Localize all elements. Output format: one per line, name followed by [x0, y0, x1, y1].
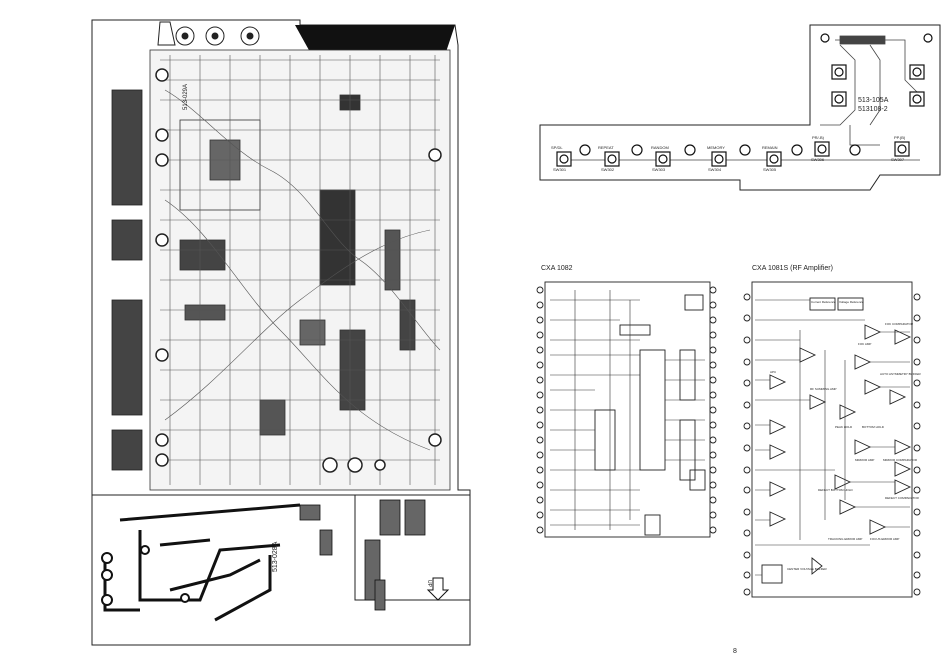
key-board-outline: [539, 24, 941, 191]
cxa1081-amplifiers: [769, 324, 912, 575]
switch-ref: SW302: [601, 167, 615, 172]
up-arrow-icon: [426, 577, 450, 601]
block-label: TRACKING ERROR AMP: [828, 537, 863, 541]
block-label: AUTO ASYMMETRY BUFFER: [880, 372, 921, 376]
pcb-left-modules: [111, 89, 143, 471]
block-label: MIRROR AMP: [855, 458, 875, 462]
switch-ref: SW303: [652, 167, 666, 172]
pcb-left-holes: [155, 68, 442, 473]
switch-ref: SW304: [708, 167, 722, 172]
block-label: APC: [770, 370, 777, 374]
switch-label: RANDOM: [651, 145, 669, 150]
block-label: Voltage Reference: [839, 300, 864, 304]
pcb-top-connectors: [175, 26, 260, 46]
pcb-lower-pads: [101, 545, 190, 606]
switch-label: SP/DL: [551, 145, 563, 150]
cxa1082-pins: [536, 286, 717, 534]
page-number: 8: [733, 648, 737, 655]
key-board-label-2: 513108-2: [858, 106, 888, 113]
cxa1081-title: CXA 1081S (RF Amplifier): [752, 265, 833, 272]
block-label: CENTER VOLTAGE BUFFER: [787, 567, 827, 571]
pcb-lower-section: [103, 503, 301, 622]
key-board-holes: [579, 33, 933, 156]
pcb-traces: [160, 55, 441, 485]
block-label: DEFECT BOTTOM HOLD: [818, 488, 853, 492]
cxa1081-pins: [743, 293, 921, 596]
block-label: RF SUMMING AMP: [810, 387, 837, 391]
switch-label: PR/-B): [812, 135, 824, 140]
block-label: FOCUS ERROR AMP: [870, 537, 900, 541]
switch-ref: SW307: [891, 157, 905, 162]
switch-label: REMAIN: [762, 145, 778, 150]
block-label: PEAK HOLD: [835, 425, 853, 429]
pcb-outline: [91, 19, 471, 646]
switch-label: PP.(B): [894, 135, 906, 140]
key-board-label: 513-105A: [858, 97, 889, 104]
cxa1082-title: CXA 1082: [541, 265, 573, 272]
switch-ref: SW301: [553, 167, 567, 172]
switch-ref: SW305: [763, 167, 777, 172]
block-label: BOTTOM HOLD: [862, 425, 884, 429]
block-label: FOK COMPARATOR: [885, 322, 914, 326]
pcb-right-connectors: [299, 499, 426, 611]
key-switches: [556, 64, 925, 167]
switch-ref: SW306: [811, 157, 825, 162]
switch-label: MEMORY: [707, 145, 725, 150]
switch-label: REPEAT: [598, 145, 614, 150]
block-label: MIRROR COMPARATOR: [883, 458, 918, 462]
block-label: FOK AMP: [858, 342, 872, 346]
block-label: Current Reference: [811, 300, 836, 304]
block-label: DEFECT COMPARATOR: [885, 496, 919, 500]
key-board-traces: [560, 35, 921, 161]
